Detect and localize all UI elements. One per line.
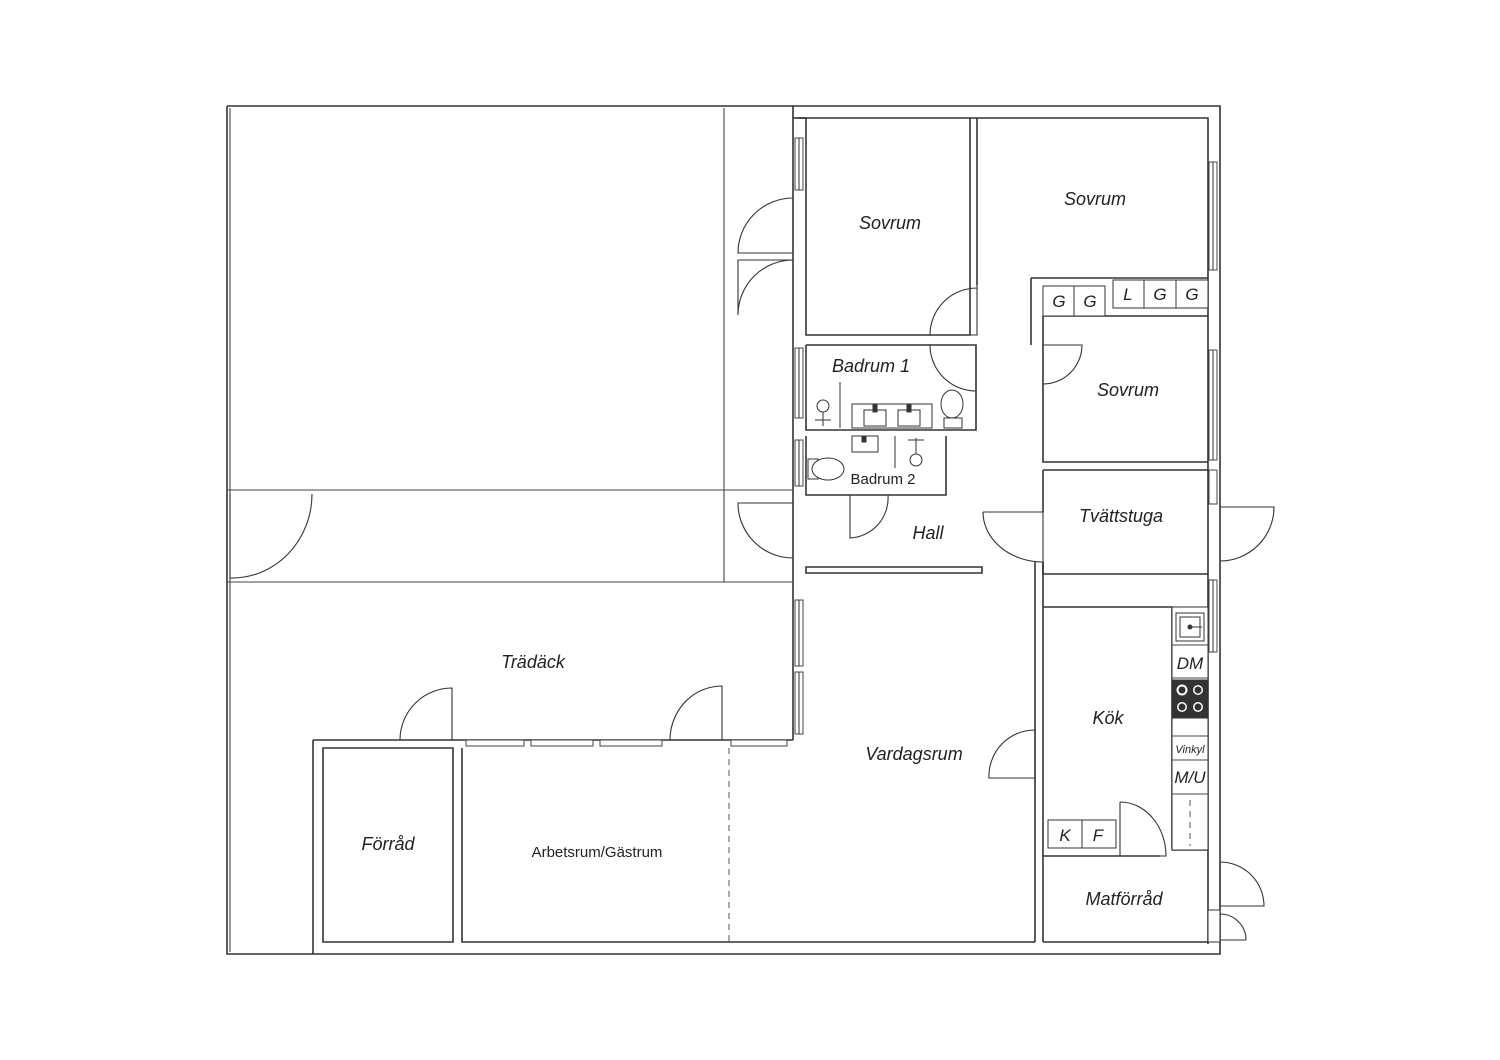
room-label-tvattstuga: Tvättstuga: [1079, 506, 1163, 526]
freezer-label: F: [1093, 826, 1105, 845]
room-label-sovrum-2: Sovrum: [1064, 189, 1126, 209]
wardrobe-label: G: [1052, 292, 1065, 311]
room-labels: Sovrum Sovrum Sovrum Badrum 1 Badrum 2 H…: [361, 189, 1163, 909]
room-label-tradack: Trädäck: [501, 652, 566, 672]
room-label-badrum-1: Badrum 1: [832, 356, 910, 376]
micro-oven-label: M/U: [1174, 768, 1206, 787]
room-label-matforrad: Matförråd: [1085, 889, 1163, 909]
windows: [465, 137, 1218, 747]
room-label-sovrum-1: Sovrum: [859, 213, 921, 233]
room-label-vardagsrum: Vardagsrum: [865, 744, 962, 764]
interior-walls: [793, 117, 1208, 942]
wardrobe-label: G: [1185, 285, 1198, 304]
room-label-arbetsrum: Arbetsrum/Gästrum: [532, 844, 663, 861]
fridge-label: K: [1059, 826, 1071, 845]
kitchen-fixtures: DM Vinkyl M/U K F: [1047, 606, 1209, 851]
room-label-hall: Hall: [912, 523, 944, 543]
wardrobes: G G L G G: [1042, 279, 1209, 317]
doors: [229, 197, 1275, 943]
room-label-badrum-2: Badrum 2: [850, 471, 915, 488]
room-label-forrad: Förråd: [361, 834, 415, 854]
dishwasher-label: DM: [1177, 654, 1204, 673]
room-label-kok: Kök: [1092, 708, 1124, 728]
wine-fridge-label: Vinkyl: [1175, 744, 1205, 756]
wardrobe-label: G: [1083, 292, 1096, 311]
bathroom-fixtures: [807, 382, 964, 481]
room-label-sovrum-3: Sovrum: [1097, 380, 1159, 400]
wardrobe-label: L: [1123, 285, 1132, 304]
wardrobe-label: G: [1153, 285, 1166, 304]
